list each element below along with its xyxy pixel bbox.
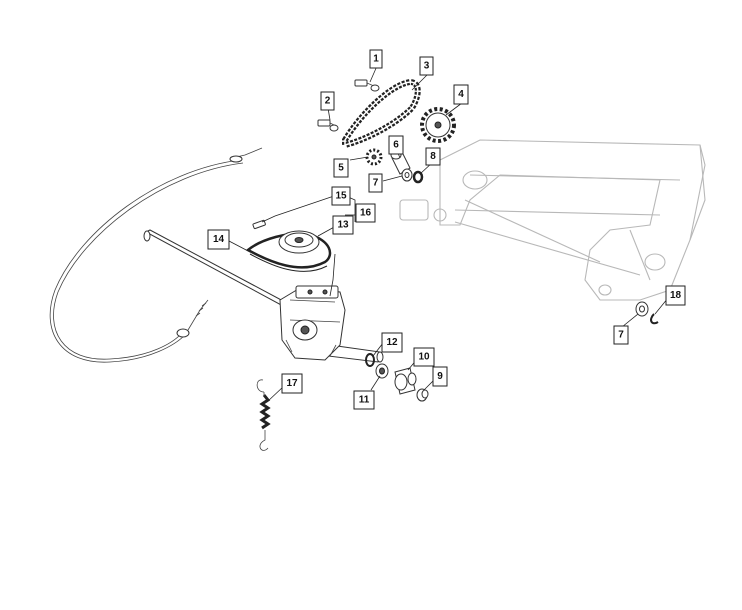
callout-3: 3 [419, 56, 434, 76]
hub-10 [394, 367, 417, 395]
belt-14 [245, 232, 332, 272]
svg-text:1: 1 [373, 54, 379, 65]
key-15 [252, 219, 266, 230]
small-sprocket-5 [365, 148, 383, 166]
svg-text:3: 3 [424, 61, 430, 72]
svg-text:17: 17 [286, 378, 298, 389]
callout-12: 12 [381, 332, 403, 353]
washer-7 [401, 168, 413, 182]
clip-8 [412, 170, 424, 184]
svg-text:16: 16 [360, 208, 372, 219]
svg-text:11: 11 [359, 395, 370, 406]
svg-text:4: 4 [458, 89, 464, 100]
frame-ghost-outline [399, 139, 706, 301]
throttle-cable [49, 147, 263, 363]
pulley-13 [278, 230, 320, 254]
bolt-2 [317, 119, 339, 132]
svg-text:18: 18 [670, 290, 682, 301]
bolt-1 [354, 79, 380, 92]
callout-11: 11 [353, 390, 375, 410]
svg-text:12: 12 [386, 337, 398, 348]
callout-10: 10 [413, 347, 435, 367]
callout-7: 7 [368, 173, 383, 193]
svg-text:14: 14 [213, 234, 225, 245]
svg-text:7: 7 [618, 330, 624, 341]
callout-4: 4 [453, 84, 469, 105]
callout-16: 16 [355, 203, 376, 223]
callout-13: 13 [332, 215, 354, 235]
drive-shaft [143, 229, 384, 363]
clip-18 [650, 313, 659, 325]
washer-7-right [635, 301, 649, 317]
oring-12 [365, 353, 375, 367]
callout-8: 8 [425, 147, 441, 166]
svg-text:13: 13 [337, 220, 349, 231]
bearing-11 [375, 363, 389, 379]
callout-17: 17 [281, 373, 303, 394]
leader-lines [228, 65, 669, 403]
svg-text:9: 9 [437, 371, 443, 382]
svg-text:15: 15 [335, 191, 347, 202]
callout-9: 9 [432, 366, 448, 387]
svg-text:8: 8 [430, 151, 436, 162]
callout-2: 2 [320, 91, 335, 111]
cap-9 [416, 388, 429, 402]
callout-18: 18 [665, 285, 686, 306]
svg-text:2: 2 [325, 96, 331, 107]
gearbox [279, 285, 346, 361]
callout-1: 1 [369, 49, 383, 69]
chain-3 [342, 78, 421, 149]
callout-15: 15 [331, 186, 351, 206]
callout-6: 6 [388, 135, 404, 155]
svg-text:7: 7 [373, 178, 379, 189]
svg-text:6: 6 [393, 140, 399, 151]
callout-14: 14 [207, 229, 230, 250]
svg-text:5: 5 [338, 163, 344, 174]
callout-7-right: 7 [613, 325, 629, 345]
svg-text:10: 10 [418, 352, 430, 363]
spring-17 [256, 379, 271, 451]
callout-5: 5 [333, 158, 349, 178]
sprocket-4 [420, 107, 456, 143]
